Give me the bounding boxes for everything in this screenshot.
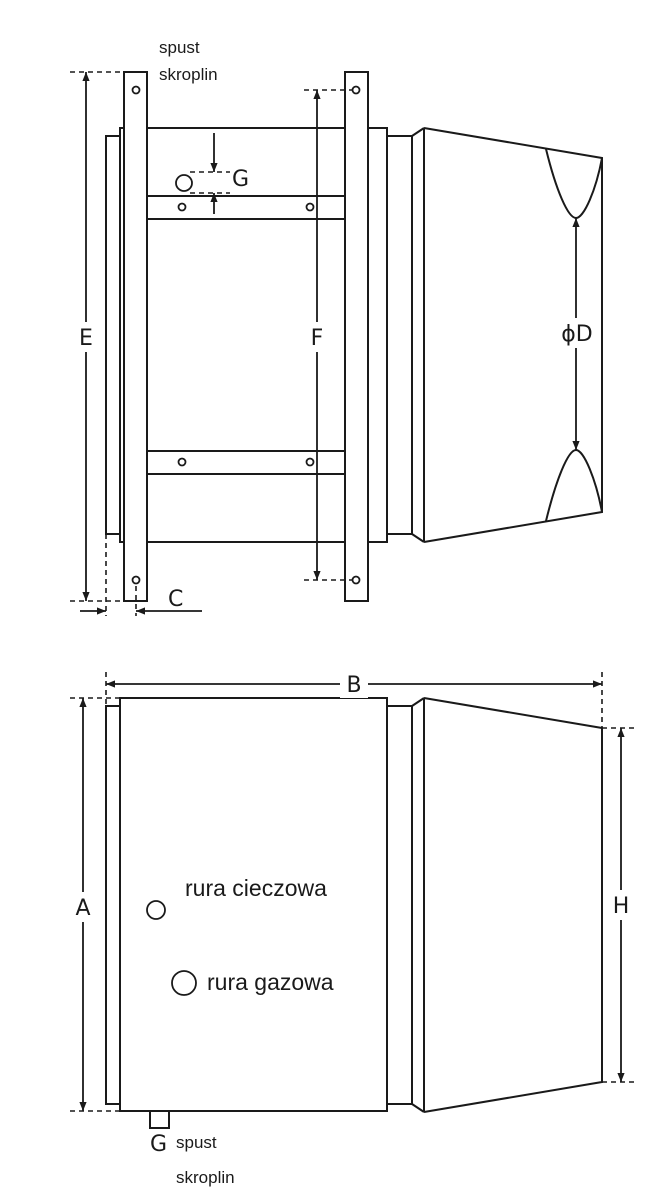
- side-view: rura cieczowa rura gazowa B A H G spust …: [70, 670, 636, 1187]
- dim-a-label: A: [75, 896, 90, 921]
- dim-c-label: C: [168, 587, 183, 612]
- nozzle-flange: [411, 127, 425, 137]
- nozzle-arc-top: [545, 148, 603, 220]
- drain-fitting: [175, 174, 193, 192]
- dim-f-label: F: [311, 326, 324, 351]
- dim-g-top-label: G: [232, 167, 249, 192]
- collar: [386, 135, 413, 535]
- drain-label-side-line1: spust: [176, 1133, 217, 1152]
- dim-g-side-label: G: [150, 1132, 167, 1157]
- drain-label-side-line2: skroplin: [176, 1168, 235, 1187]
- top-view: E F G ϕD C spust skroplin: [70, 38, 603, 616]
- dim-e-label: E: [79, 326, 93, 351]
- dim-h-label: H: [613, 894, 630, 919]
- bracket-right: [344, 71, 369, 602]
- back-plate: [105, 135, 121, 535]
- mounting-bar-top: [145, 195, 347, 220]
- side-fan-nozzle: [423, 697, 603, 1113]
- drain-label-top-line2: skroplin: [159, 65, 218, 84]
- liquid-pipe-label: rura cieczowa: [185, 875, 327, 901]
- bracket-left: [123, 71, 148, 602]
- drain-label-top-line1: spust: [159, 38, 200, 57]
- side-nozzle-flange: [411, 697, 425, 707]
- nozzle-arc-bottom: [545, 448, 603, 522]
- mounting-bar-bottom: [145, 450, 347, 475]
- liquid-pipe-connection: [146, 900, 166, 920]
- gas-pipe-connection: [171, 970, 197, 996]
- dim-b-label: B: [346, 673, 361, 698]
- gas-pipe-label: rura gazowa: [207, 969, 334, 995]
- drain-stub: [149, 1110, 170, 1129]
- side-collar: [386, 705, 413, 1105]
- side-back-plate: [105, 705, 121, 1105]
- dim-d-label: ϕD: [561, 322, 592, 347]
- fan-nozzle: [423, 127, 603, 543]
